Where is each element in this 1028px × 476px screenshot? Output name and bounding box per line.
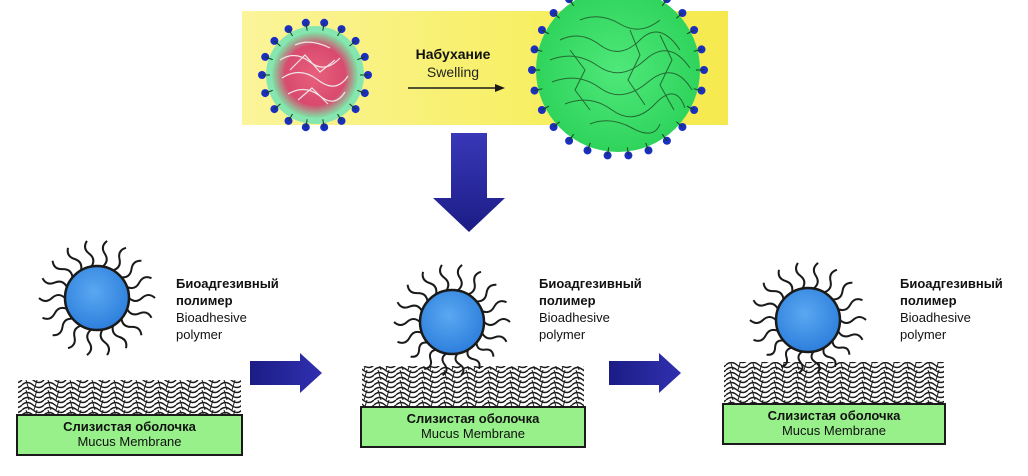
polymer-chain: [42, 306, 68, 320]
mucus-mesh-1: [18, 380, 241, 414]
polymer-label-en-2: polymer: [900, 327, 947, 342]
polymer-label-ru-1: Биоадгезивный: [900, 276, 1003, 291]
polymer-chain: [832, 281, 853, 301]
polymer-chain: [797, 350, 804, 375]
polymer-chain: [795, 262, 806, 290]
polymer-chain: [780, 346, 793, 368]
polymer-chain: [749, 316, 777, 324]
swelling-arrow: [408, 84, 505, 92]
polymer-chain: [424, 348, 437, 370]
polymer-chain: [101, 240, 108, 268]
polymer-core: [774, 286, 842, 354]
polymer-label-en-1: Bioadhesive: [176, 310, 247, 325]
polymer-chain: [823, 268, 838, 294]
polymer-chain: [753, 328, 779, 342]
stage-arrow-2: [609, 353, 681, 393]
polymer-label-en-2: polymer: [539, 327, 586, 342]
polymer-chain: [393, 318, 421, 326]
polymer-chain: [128, 294, 156, 302]
polymer-chain: [67, 324, 82, 350]
polymer-chain: [396, 301, 423, 312]
mucus-membrane-3: Слизистая оболочка Mucus Membrane: [722, 403, 946, 445]
membrane-label-ru: Слизистая оболочка: [63, 419, 196, 434]
polymer-chain: [84, 240, 95, 268]
polymer-label-en-1: Bioadhesive: [900, 310, 971, 325]
polymer-chain: [112, 246, 127, 272]
membrane-label-en: Mucus Membrane: [77, 434, 182, 449]
polymer-label-2: Биоадгезивный полимер Bioadhesive polyme…: [539, 275, 642, 343]
swelling-label: Набухание Swelling: [403, 46, 503, 80]
membrane-label-en: Mucus Membrane: [420, 426, 526, 441]
polymer-label-ru-2: полимер: [900, 293, 957, 308]
polymer-chain: [38, 294, 66, 302]
mucus-membrane-1: Слизистая оболочка Mucus Membrane: [16, 414, 243, 456]
swelling-label-ru: Набухание: [415, 46, 491, 62]
polymer-chain: [66, 247, 83, 271]
polymer-chain: [777, 269, 794, 293]
polymer-chain: [397, 330, 423, 344]
polymer-chain: [52, 317, 73, 337]
polymer-core: [63, 264, 131, 332]
polymer-chain: [439, 264, 450, 292]
polymer-chain: [810, 350, 821, 374]
polymer-chain: [456, 264, 463, 292]
polymer-chain: [837, 298, 863, 312]
polymer-chain: [41, 277, 68, 288]
polymer-chain: [126, 276, 152, 290]
polymer-particle-3: [749, 262, 867, 375]
polymer-chain: [99, 328, 110, 356]
membrane-label-ru: Слизистая оболочка: [767, 408, 901, 423]
polymer-particle-2: [393, 264, 511, 377]
down-arrow: [433, 133, 505, 232]
terminal-dot: [337, 25, 346, 34]
polymer-core: [418, 288, 486, 356]
polymer-label-ru-2: полимер: [539, 293, 596, 308]
polymer-chain: [837, 330, 864, 341]
mucus-mesh-2: [362, 366, 584, 406]
polymer-label-en-2: polymer: [176, 327, 223, 342]
polymer-label-en-1: Bioadhesive: [539, 310, 610, 325]
polymer-chain: [86, 328, 93, 356]
polymer-chain: [406, 284, 429, 302]
polymer-chain: [831, 340, 851, 355]
polymer-label-ru-1: Биоадгезивный: [539, 276, 642, 291]
polymer-chain: [51, 260, 74, 278]
polymer-chain: [481, 300, 507, 314]
polymer-chain: [481, 332, 508, 343]
membrane-label-en: Mucus Membrane: [781, 423, 887, 438]
polymer-chain: [752, 299, 779, 310]
polymer-chain: [466, 349, 481, 370]
polymer-label-ru-1: Биоадгезивный: [176, 276, 279, 291]
membrane-label-ru: Слизистая оболочка: [406, 411, 540, 426]
polymer-chain: [454, 352, 465, 376]
polymer-chain: [111, 325, 128, 349]
polymer-chain: [483, 318, 511, 326]
polymer-chain: [421, 271, 438, 295]
dry-particle: [258, 18, 372, 132]
polymer-chain: [812, 262, 819, 290]
polymer-chain: [410, 341, 428, 358]
polymer-chain: [762, 282, 785, 300]
polymer-chain: [839, 316, 867, 324]
polymer-chain: [766, 339, 784, 356]
polymer-particle-1: [38, 240, 156, 356]
polymer-chain: [120, 318, 143, 336]
mucus-mesh-3: [724, 362, 944, 403]
polymer-chain: [441, 352, 448, 377]
polymer-chain: [822, 347, 837, 368]
swelling-label-en: Swelling: [426, 64, 480, 80]
polymer-chain: [467, 270, 482, 296]
swollen-particle: [528, 0, 708, 160]
terminal-dot: [284, 25, 293, 34]
polymer-chain: [475, 342, 495, 357]
polymer-label-1: Биоадгезивный полимер Bioadhesive polyme…: [176, 275, 279, 343]
polymer-chain: [126, 308, 153, 319]
polymer-label-3: Биоадгезивный полимер Bioadhesive polyme…: [900, 275, 1003, 343]
polymer-chain: [121, 259, 142, 279]
mucus-membrane-2: Слизистая оболочка Mucus Membrane: [360, 406, 586, 448]
polymer-label-ru-2: полимер: [176, 293, 233, 308]
stage-arrow-1: [250, 353, 322, 393]
polymer-chain: [476, 283, 497, 303]
